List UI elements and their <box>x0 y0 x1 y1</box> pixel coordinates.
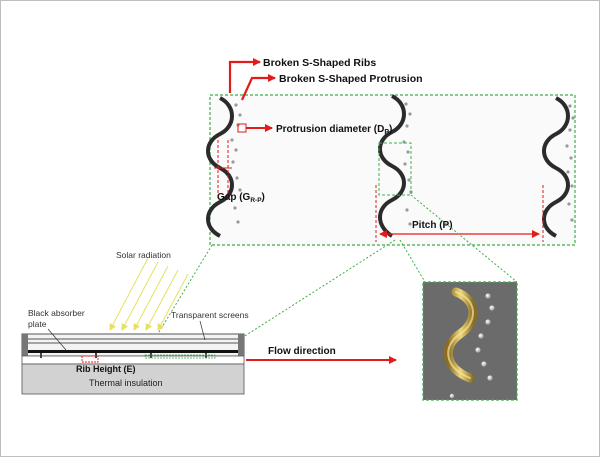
zoom-line-left <box>399 239 426 283</box>
label-rib-height: Rib Height (E) <box>76 364 136 374</box>
label-broken-protrusion: Broken S-Shaped Protrusion <box>279 73 423 85</box>
ribs-callout-arrow <box>228 58 261 93</box>
protrusion-dots <box>230 102 575 226</box>
label-broken-ribs: Broken S-Shaped Ribs <box>263 57 376 69</box>
zoom-source-box <box>378 142 412 196</box>
absorber-leader <box>47 328 67 351</box>
label-black-absorber-1: Black absorber <box>28 308 85 318</box>
label-thermal-insulation: Thermal insulation <box>89 378 163 388</box>
inset-3d-view <box>422 281 518 401</box>
label-pitch: Pitch (P) <box>412 220 453 231</box>
projection-line-left <box>144 244 213 356</box>
label-flow-direction: Flow direction <box>268 346 336 357</box>
collector-cross-section <box>21 333 245 395</box>
magnified-view-box <box>209 94 576 246</box>
solar-rays <box>109 257 189 331</box>
label-solar-radiation: Solar radiation <box>116 250 171 260</box>
label-protrusion-diameter: Protrusion diameter (DP) <box>276 124 392 136</box>
zoom-line-right <box>410 194 518 283</box>
s-rib-middle <box>378 94 406 238</box>
screens-leader <box>199 320 206 341</box>
label-gap: Gap (GR-P) <box>217 192 265 204</box>
s-rib-right <box>542 96 570 238</box>
label-black-absorber-2: plate <box>28 319 47 329</box>
rib-height-marker <box>81 355 99 363</box>
protrusion-callout-arrow <box>240 74 276 101</box>
label-transparent-screens: Transparent screens <box>171 310 249 320</box>
